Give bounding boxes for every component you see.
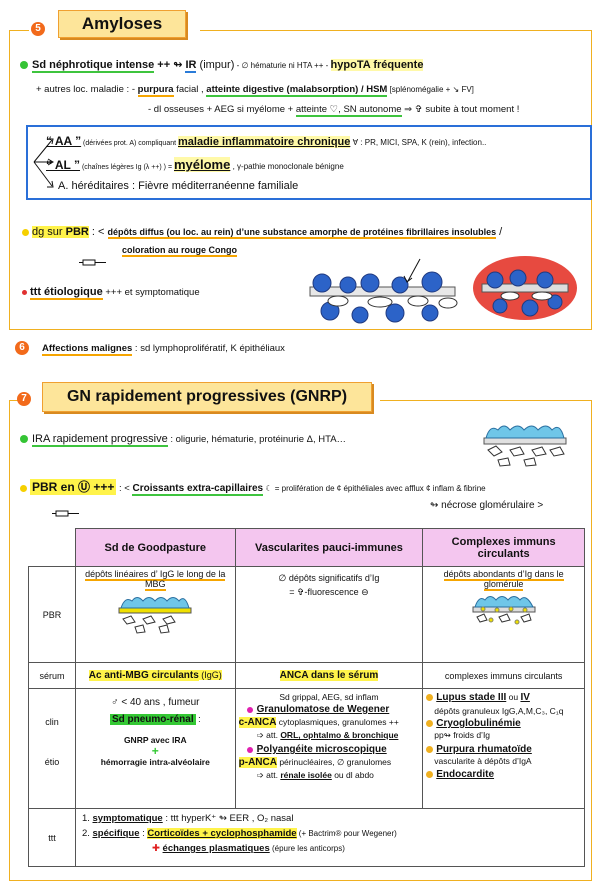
section-title-amyloses: Amyloses — [58, 10, 186, 38]
amyloid-glomerulus-illustration — [309, 258, 458, 324]
needle-icon — [79, 259, 106, 266]
col-header-vascularites: Vascularites pauci-immunes — [234, 528, 424, 567]
pbr-necrose-line: ↬ nécrose glomérulaire > — [430, 500, 544, 511]
amylose-types-box — [26, 125, 592, 200]
hereditary-line: A. héréditaires : Fièvre méditerranéenne… — [58, 180, 299, 192]
yellow-bullet-icon — [20, 484, 27, 492]
needle-icon — [52, 510, 79, 517]
cell-pbr-goodpasture: dépôts linéaires d’ IgG le long de la MB… — [74, 566, 236, 663]
amylose-line-3: - dl osseuses + AEG si myélome + atteint… — [148, 104, 520, 117]
cell-serum-goodpasture: Ac anti-MBG circulants (IgG) — [74, 662, 236, 689]
amylose-line-2: + autres loc. maladie : - purpura facial… — [36, 84, 474, 97]
cell-clin-vascularites: Sd grippal, AEG, sd inflam Granulomatose… — [234, 688, 424, 809]
congo-red-glomerulus-illustration — [473, 256, 577, 320]
orange-bullet-icon — [426, 771, 434, 779]
ttt-etiologique-line: ttt étiologique +++ et symptomatique — [22, 286, 200, 300]
granular-deposit-glomerulus-illustration — [472, 596, 536, 625]
linear-deposit-glomerulus-illustration — [118, 597, 192, 634]
pink-bullet-icon — [246, 746, 253, 753]
pbr-line: PBR en Ⓤ +++ : < Croissants extra-capill… — [20, 478, 486, 496]
frame-top-line-left — [9, 30, 29, 31]
row-label-clin-etio: clin étio — [28, 688, 76, 809]
cell-clin-goodpasture: ♂ < 40 ans , fumeur Sd pneumo-rénal : GN… — [74, 688, 236, 809]
yellow-bullet-icon — [22, 228, 29, 236]
row-label-pbr: PBR — [28, 566, 76, 663]
crescent-glomerulus-illustration — [483, 425, 567, 467]
dg-congo-line: coloration au rouge Congo — [122, 245, 237, 257]
frame-7-left — [9, 400, 10, 880]
amylose-line-1: Sd néphrotique intense ++ ↬ IR (impur) -… — [20, 58, 424, 73]
aa-line: “ AA ” (dérivées prot. A) compliquant ma… — [46, 134, 487, 148]
cell-ttt: 1. symptomatique : ttt hyperK⁺ ↬ EER , O… — [74, 808, 586, 867]
row-label-serum: sérum — [28, 662, 76, 689]
section-title-gnrp: GN rapidement progressives (GNRP) — [42, 382, 372, 412]
orange-bullet-icon — [426, 720, 434, 728]
orange-bullet-icon — [426, 746, 434, 754]
pink-bullet-icon — [246, 706, 253, 713]
section-number-5: 5 — [31, 22, 45, 36]
gnrp-table: Sd de Goodpasture Vascularites pauci-imm… — [28, 528, 586, 867]
affections-malignes-line: Affections malignes : sd lymphoproliféra… — [42, 343, 285, 356]
frame-7-top-right — [380, 400, 592, 401]
green-bullet-icon — [20, 435, 28, 444]
cell-pbr-complexes: dépôts abondants d’Ig dans le glomérule — [422, 566, 585, 663]
row-label-ttt: ttt — [28, 808, 76, 867]
branch-arrows-icon — [33, 138, 54, 188]
green-bullet-icon — [20, 61, 28, 70]
section-number-6: 6 — [15, 341, 29, 355]
ira-line: IRA rapidement progressive : oligurie, h… — [20, 433, 346, 447]
frame-7-right — [591, 400, 592, 880]
col-header-complexes-immuns: Complexes immuns circulants — [422, 528, 585, 567]
frame-top-line-right — [200, 30, 592, 31]
red-bullet-icon — [22, 289, 27, 295]
al-line: “ AL ” (chaînes légères Ig (λ ++) ) = my… — [46, 157, 344, 172]
orange-bullet-icon — [426, 694, 434, 702]
dg-line: dg sur PBR : < dépôts diffus (ou loc. au… — [22, 226, 502, 239]
cell-serum-vascularites: ANCA dans le sérum — [234, 662, 424, 689]
section-number-7: 7 — [17, 392, 31, 406]
cell-serum-complexes: complexes immuns circulants — [422, 662, 585, 689]
frame-7-bottom — [9, 880, 592, 881]
cell-clin-complexes: Lupus stade III ou IV dépôts granuleux I… — [422, 688, 585, 809]
col-header-goodpasture: Sd de Goodpasture — [74, 528, 236, 567]
cell-pbr-vascularites: ∅ dépôts significatifs d’Ig = ✞-fluoresc… — [234, 566, 424, 663]
